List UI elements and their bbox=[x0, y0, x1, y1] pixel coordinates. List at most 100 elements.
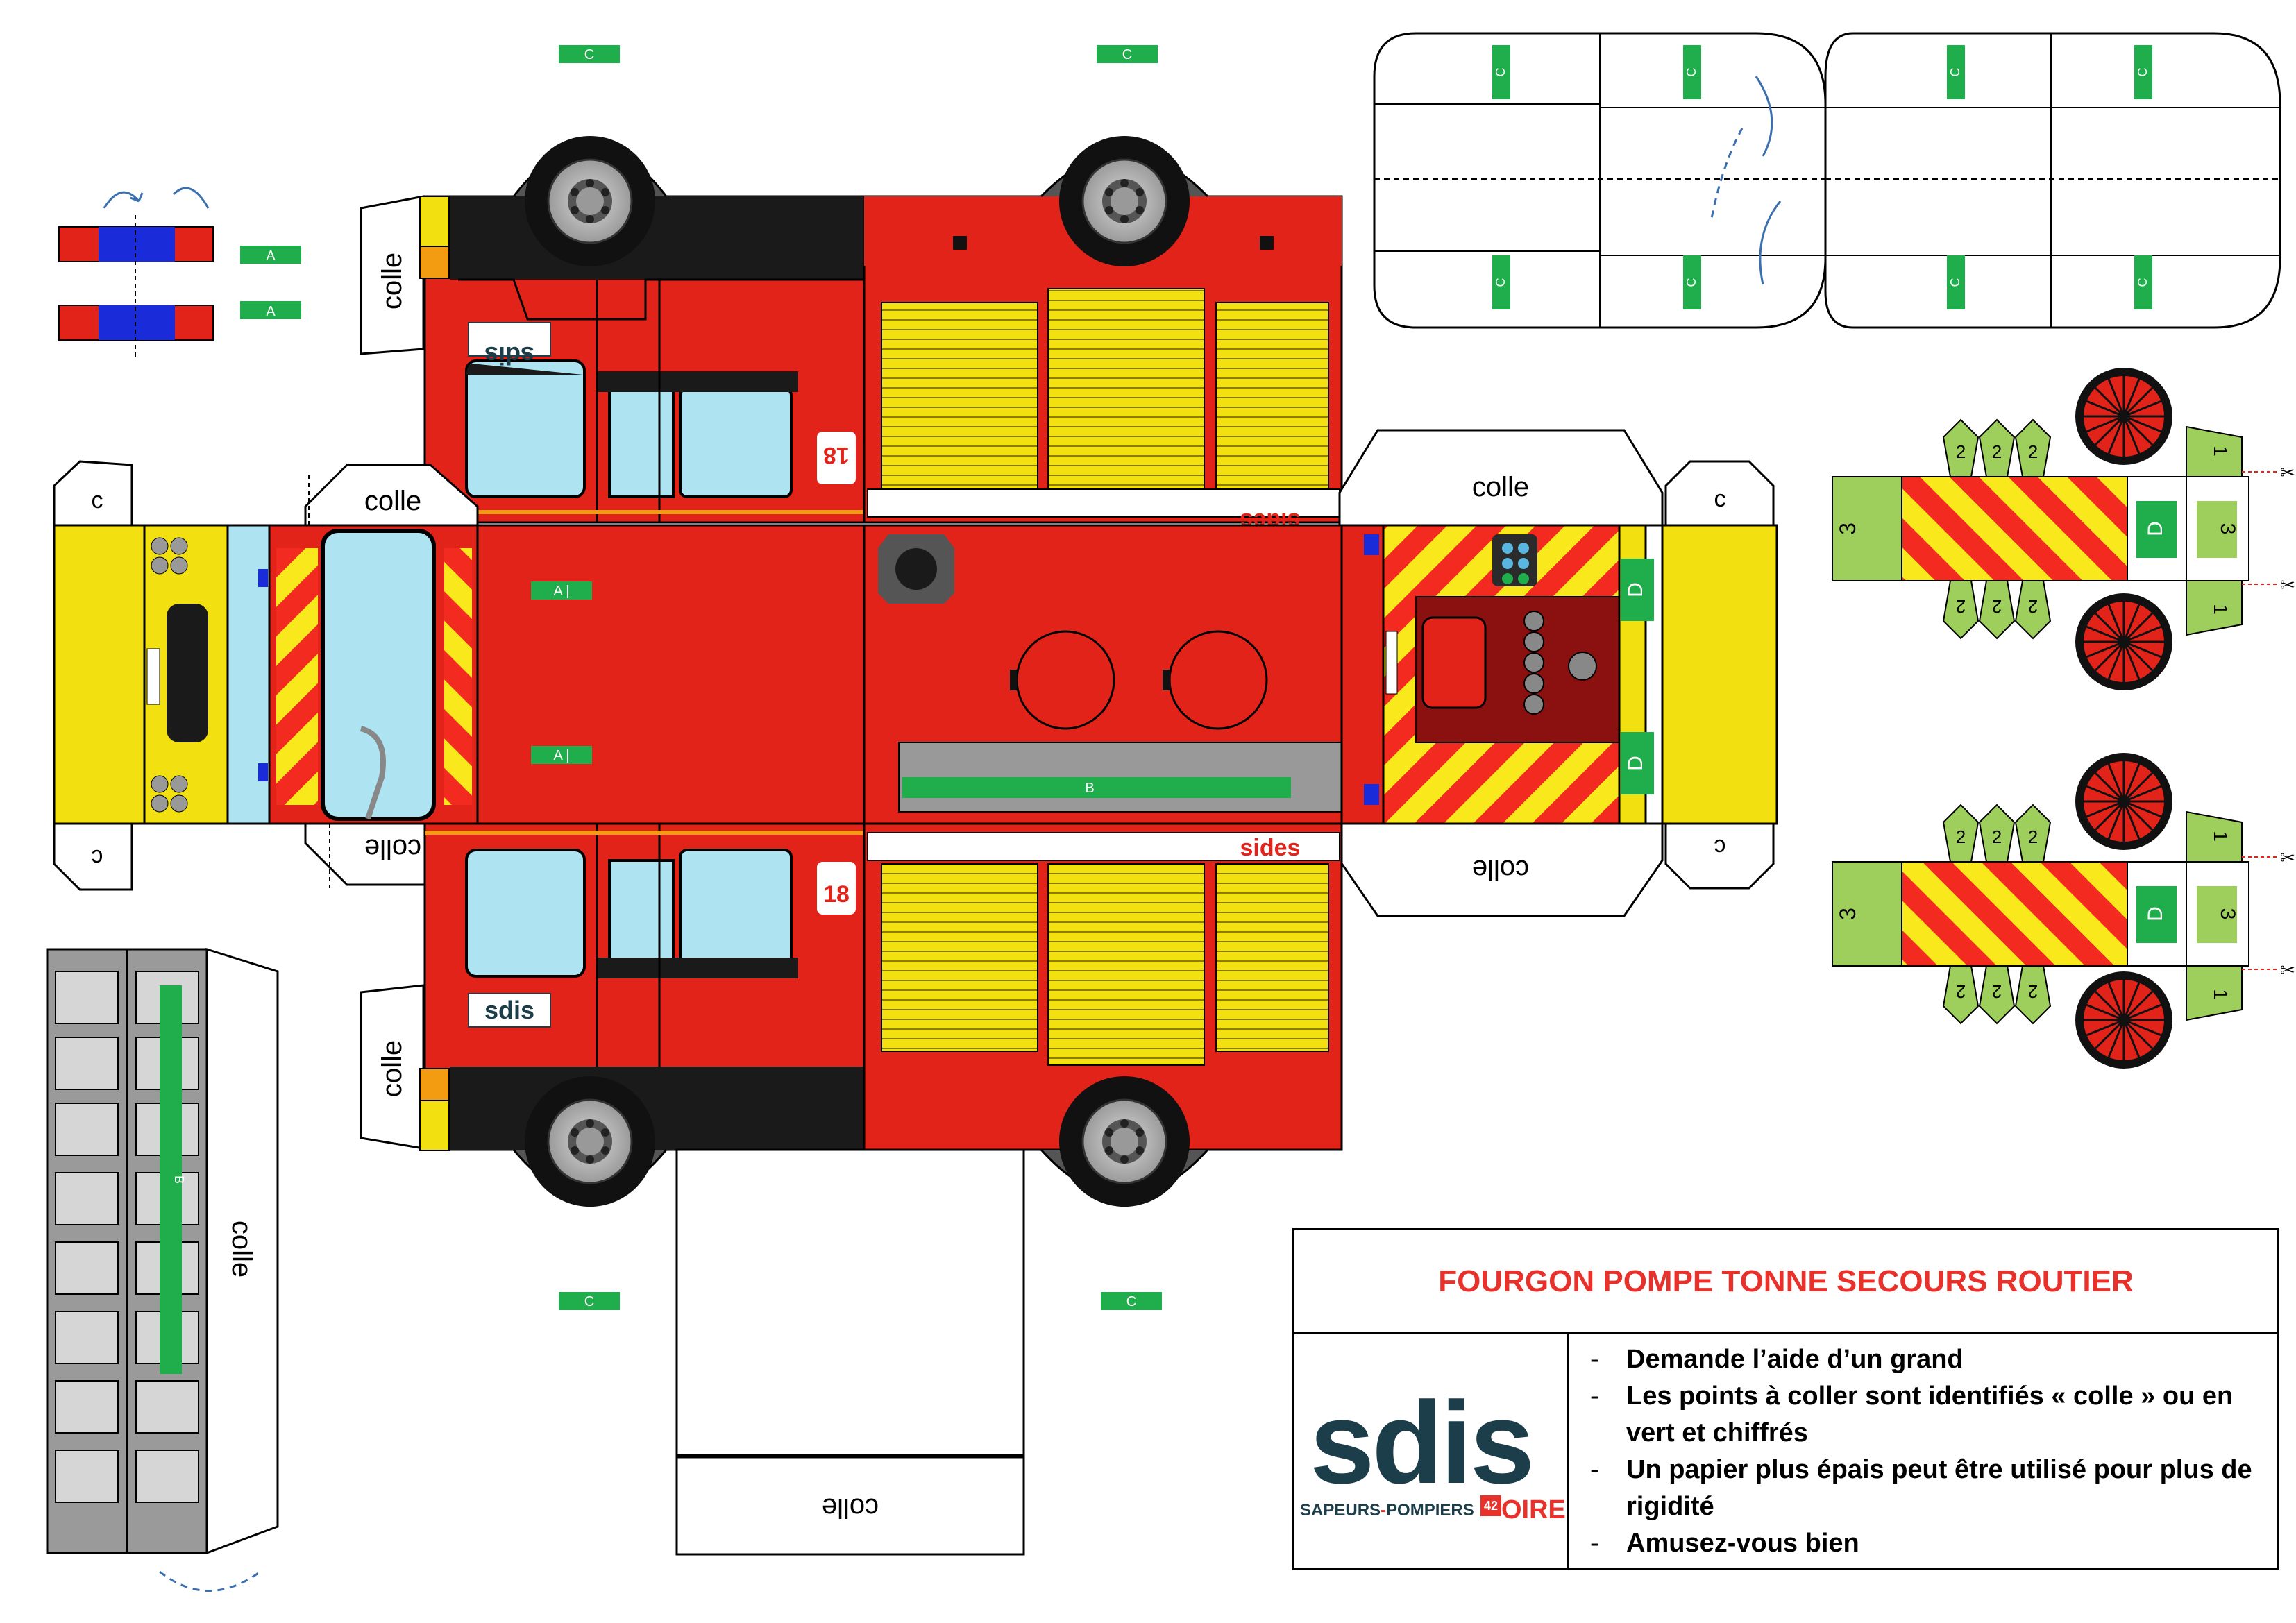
glue-label: colle bbox=[364, 486, 421, 516]
number-label: 2 bbox=[1956, 826, 1966, 847]
glue-label: colle bbox=[377, 1040, 407, 1097]
tab-c-label: C bbox=[584, 47, 594, 62]
info-box: FOURGON POMPE TONNE SECOURS ROUTIER sdis… bbox=[1292, 1228, 2279, 1570]
logo-place: OIRE bbox=[1501, 1495, 1566, 1524]
number-label: 1 bbox=[2210, 989, 2231, 1000]
emergency-18-label: 18 bbox=[823, 881, 850, 908]
number-label: 3 bbox=[2216, 908, 2239, 920]
tab-c-label: C bbox=[584, 1294, 594, 1309]
fold-arrow-icon bbox=[1755, 76, 1773, 157]
cab-badge-label: sdis bbox=[484, 341, 534, 370]
tab-c-label: C bbox=[1685, 278, 1698, 287]
glue-label: colle bbox=[1472, 472, 1529, 502]
glue-label: colle bbox=[822, 1493, 879, 1523]
tab-a bbox=[240, 301, 301, 319]
number-label: 1 bbox=[2210, 445, 2231, 457]
tab-c-label: c bbox=[92, 844, 103, 871]
fold-arrow-icon bbox=[103, 191, 140, 209]
logo-subtitle-part2: POMPIERS bbox=[1386, 1501, 1474, 1520]
instructions-list: Demande l’aide d’un grand Les points à c… bbox=[1586, 1341, 2266, 1562]
wheel-icon bbox=[523, 1075, 657, 1208]
tab-c-label: C bbox=[1685, 68, 1698, 77]
ladder-piece: B colle bbox=[46, 947, 279, 1592]
instruction-item: Un papier plus épais peut être utilisé p… bbox=[1586, 1452, 2266, 1525]
number-label: 2 bbox=[1956, 441, 1966, 462]
wheel-icon bbox=[1058, 1075, 1191, 1208]
wheel-icon bbox=[523, 135, 657, 268]
tab-c-label: c bbox=[92, 487, 103, 513]
tab-a bbox=[240, 246, 301, 264]
number-label: 2 bbox=[1992, 981, 2002, 1002]
scissors-icon: ✂ bbox=[2280, 960, 2295, 980]
side-brand-label: sides bbox=[1240, 835, 1301, 861]
number-label: 2 bbox=[2028, 596, 2038, 617]
truck-upper-side: colle sdis 18 sides bbox=[360, 135, 1343, 534]
logo-subtitle-part1: SAPEURS bbox=[1300, 1501, 1381, 1520]
scissors-icon: ✂ bbox=[2280, 462, 2295, 483]
emergency-18-label: 18 bbox=[823, 442, 850, 468]
tab-c-label: C bbox=[1494, 68, 1508, 77]
wheel-icon bbox=[2074, 592, 2174, 692]
c-tabs-top: C C C C bbox=[559, 45, 1162, 1310]
instruction-item: Les points à coller sont identifiés « co… bbox=[1586, 1378, 2266, 1452]
logo-subtitle: SAPEURS-POMPIERS bbox=[1300, 1501, 1474, 1520]
tab-a-label: A | bbox=[554, 748, 570, 763]
axle-piece-upper: 3 D 3 1 1 2 2 2 2 2 2 ✂ ✂ bbox=[1832, 366, 2295, 692]
tab-c-label: C bbox=[1948, 278, 1962, 287]
number-label: 2 bbox=[1992, 596, 2002, 617]
tab-c-label: c bbox=[1714, 486, 1726, 512]
number-label: 3 bbox=[1835, 908, 1860, 920]
number-label: 1 bbox=[2210, 831, 2231, 842]
tab-c-label: c bbox=[1714, 834, 1726, 860]
wheel-icon bbox=[1058, 135, 1191, 268]
truck-roof: c c colle colle A | A | bbox=[53, 429, 1778, 917]
number-label: 2 bbox=[1956, 981, 1966, 1002]
tab-a-label: A | bbox=[554, 584, 570, 599]
glue-label: colle bbox=[377, 253, 407, 309]
truck-lower-side: colle sdis 18 sides colle bbox=[360, 822, 1343, 1556]
scissors-icon: ✂ bbox=[2280, 847, 2295, 868]
tab-d-label: D bbox=[1624, 582, 1647, 597]
wheel-icon bbox=[2074, 970, 2174, 1070]
tab-a-label: A bbox=[266, 304, 276, 319]
instruction-item: Amusez-vous bien bbox=[1586, 1525, 2266, 1562]
wheel-icon bbox=[2074, 366, 2174, 466]
tab-c-label: C bbox=[2136, 278, 2150, 287]
tab-d-label: D bbox=[2144, 521, 2167, 536]
glue-label: colle bbox=[1472, 854, 1529, 885]
tab-c-label: C bbox=[1948, 68, 1962, 77]
logo-wordmark: sdis bbox=[1310, 1377, 1535, 1508]
fold-arrow-icon bbox=[1759, 201, 1782, 285]
number-label: 2 bbox=[1992, 441, 2002, 462]
roof-capsule-pieces: C C C C C C C C bbox=[1373, 32, 2281, 329]
number-label: 1 bbox=[2210, 604, 2231, 615]
tab-c-label: C bbox=[1122, 47, 1132, 62]
tab-c-label: C bbox=[1126, 1294, 1136, 1309]
scissors-icon: ✂ bbox=[2280, 575, 2295, 595]
tab-c-label: C bbox=[2136, 68, 2150, 77]
tab-d-label: D bbox=[2144, 906, 2167, 921]
glue-label: colle bbox=[364, 833, 421, 864]
number-label: 2 bbox=[2028, 981, 2038, 1002]
fold-arrow-icon bbox=[159, 1570, 261, 1592]
number-label: 2 bbox=[1956, 596, 1966, 617]
cab-badge-label: sdis bbox=[484, 996, 534, 1024]
tab-c-label: C bbox=[1494, 278, 1508, 287]
glue-label: colle bbox=[226, 1221, 257, 1277]
axle-piece-lower: 3 D 3 1 1 2 2 2 2 2 2 ✂ ✂ bbox=[1832, 751, 2295, 1070]
sdis-logo: sdis SAPEURS-POMPIERS 42 OIRE bbox=[1294, 1334, 1569, 1568]
logo-number: 42 bbox=[1480, 1495, 1501, 1516]
number-label: 3 bbox=[2216, 523, 2239, 535]
page-title: FOURGON POMPE TONNE SECOURS ROUTIER bbox=[1294, 1230, 2277, 1334]
number-label: 2 bbox=[1992, 826, 2002, 847]
tab-b-label: B bbox=[172, 1175, 186, 1184]
instruction-item: Demande l’aide d’un grand bbox=[1586, 1341, 2266, 1378]
fold-arrow-icon bbox=[172, 187, 210, 209]
number-label: 2 bbox=[2028, 826, 2038, 847]
wheel-icon bbox=[2074, 751, 2174, 851]
number-label: 2 bbox=[2028, 441, 2038, 462]
tab-b-label: B bbox=[1085, 781, 1094, 796]
light-bar-pieces: A A bbox=[58, 187, 301, 357]
number-label: 3 bbox=[1835, 522, 1860, 535]
